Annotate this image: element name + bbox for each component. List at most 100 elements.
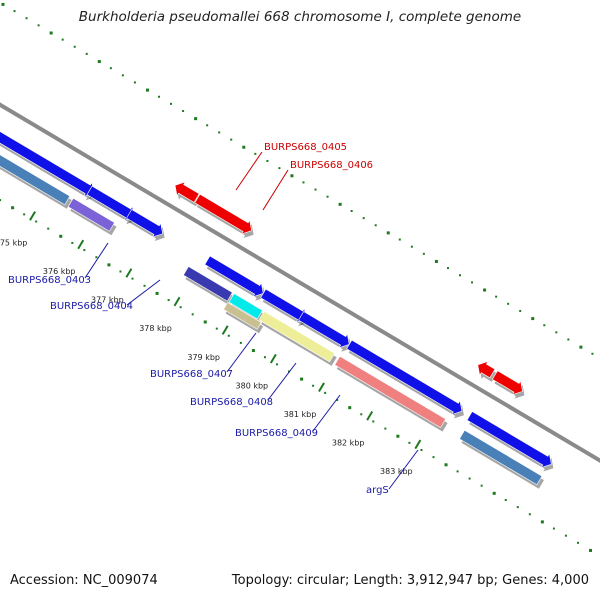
inner-dot xyxy=(540,520,544,524)
outer-dot xyxy=(61,38,64,41)
gene-feature xyxy=(466,411,552,469)
outer-dot xyxy=(158,95,160,98)
inner-dot xyxy=(263,356,266,359)
inner-dot xyxy=(0,199,2,202)
gene-feature xyxy=(459,429,543,486)
gene-label: BURPS668_0405 xyxy=(264,142,347,153)
outer-dot xyxy=(254,152,257,155)
inner-dot xyxy=(468,477,471,480)
outer-dot xyxy=(410,245,413,248)
inner-dot xyxy=(372,420,375,423)
gene-feature xyxy=(228,293,263,320)
inner-dot xyxy=(384,427,387,430)
outer-dot xyxy=(386,231,390,235)
scale-tick xyxy=(221,325,229,335)
gene-feature xyxy=(174,181,200,203)
outer-dot xyxy=(170,102,173,105)
outer-dot xyxy=(97,60,101,64)
scale-tick-label: 383 kbp xyxy=(380,467,413,476)
outer-dot xyxy=(591,352,594,355)
inner-dot xyxy=(492,491,496,495)
gene-label-leader xyxy=(267,362,297,401)
outer-dot xyxy=(507,302,510,305)
topology-text: Topology: circular; Length: 3,912,947 bp… xyxy=(231,573,589,588)
inner-dot xyxy=(227,334,230,337)
inner-dot xyxy=(324,391,327,394)
backbone-line xyxy=(0,102,600,463)
gene-feature xyxy=(126,209,163,238)
scale-tick xyxy=(77,239,85,250)
gene-labels: BURPS668_0405BURPS668_0406BURPS668_0403B… xyxy=(8,142,419,496)
gene-label: BURPS668_0407 xyxy=(150,369,233,380)
inner-dot xyxy=(47,227,50,230)
outer-dot xyxy=(109,67,112,70)
inner-dot xyxy=(59,234,63,238)
inner-dot xyxy=(95,256,98,259)
outer-dot xyxy=(519,309,522,312)
outer-dot xyxy=(543,324,546,327)
inner-dot xyxy=(432,456,435,459)
scale-tick-label: 376 kbp xyxy=(43,267,76,276)
outer-dot xyxy=(242,145,246,149)
scale-tick xyxy=(414,439,422,450)
outer-dot xyxy=(459,274,461,277)
inner-dot xyxy=(119,270,122,273)
gene-feature xyxy=(298,311,350,349)
inner-dot xyxy=(215,327,218,330)
gene-feature xyxy=(258,310,336,363)
outer-dot xyxy=(266,160,269,162)
outer-dot xyxy=(133,81,136,84)
gene-feature xyxy=(334,355,447,429)
scale-tick xyxy=(125,268,133,278)
outer-dot xyxy=(182,110,185,113)
gene-feature xyxy=(492,370,523,396)
outer-dot xyxy=(326,195,329,198)
inner-dot xyxy=(360,413,363,416)
outer-dot xyxy=(314,188,317,191)
scale-tick-label: 378 kbp xyxy=(139,324,172,333)
inner-dot xyxy=(504,498,507,501)
inner-dot xyxy=(396,434,400,438)
inner-dot xyxy=(83,249,86,252)
scale-tick-label: 381 kbp xyxy=(284,410,317,419)
gene-features xyxy=(0,131,554,489)
inner-dot xyxy=(71,241,74,244)
gene-label: BURPS668_0406 xyxy=(290,160,373,171)
outer-dot xyxy=(121,74,124,77)
inner-dot xyxy=(23,213,26,216)
outer-dot xyxy=(483,288,487,292)
inner-dot xyxy=(179,306,182,309)
outer-dot xyxy=(73,45,76,48)
gene-feature xyxy=(194,193,252,235)
gene-label: BURPS668_0403 xyxy=(8,275,91,286)
gene-label-leader xyxy=(126,279,161,306)
outer-dot xyxy=(362,217,365,220)
scale-tick xyxy=(29,211,36,221)
outer-dot xyxy=(567,338,570,341)
inner-dot xyxy=(203,320,207,324)
gene-feature xyxy=(0,154,71,206)
chromosome-backbone xyxy=(0,102,600,463)
gene-label-leader xyxy=(84,242,109,279)
outer-dot xyxy=(230,138,233,141)
outer-dot xyxy=(434,259,438,263)
gene-feature xyxy=(182,266,233,302)
inner-tick-dots xyxy=(0,199,593,552)
gene-feature xyxy=(223,302,262,330)
inner-dot xyxy=(131,277,134,280)
outer-dot xyxy=(278,167,281,170)
outer-dot xyxy=(85,52,88,55)
outer-dot xyxy=(13,10,16,13)
inner-dot xyxy=(239,341,242,344)
scale-tick-label: 379 kbp xyxy=(187,353,220,362)
outer-dot xyxy=(374,224,377,227)
gene-label: BURPS668_0408 xyxy=(190,397,273,408)
scale-tick-label: 375 kbp xyxy=(0,239,27,248)
outer-dot xyxy=(446,267,449,270)
outer-dot xyxy=(290,174,294,178)
inner-dot xyxy=(589,548,593,552)
gene-label: BURPS668_0409 xyxy=(235,428,318,439)
inner-dot xyxy=(552,527,555,530)
